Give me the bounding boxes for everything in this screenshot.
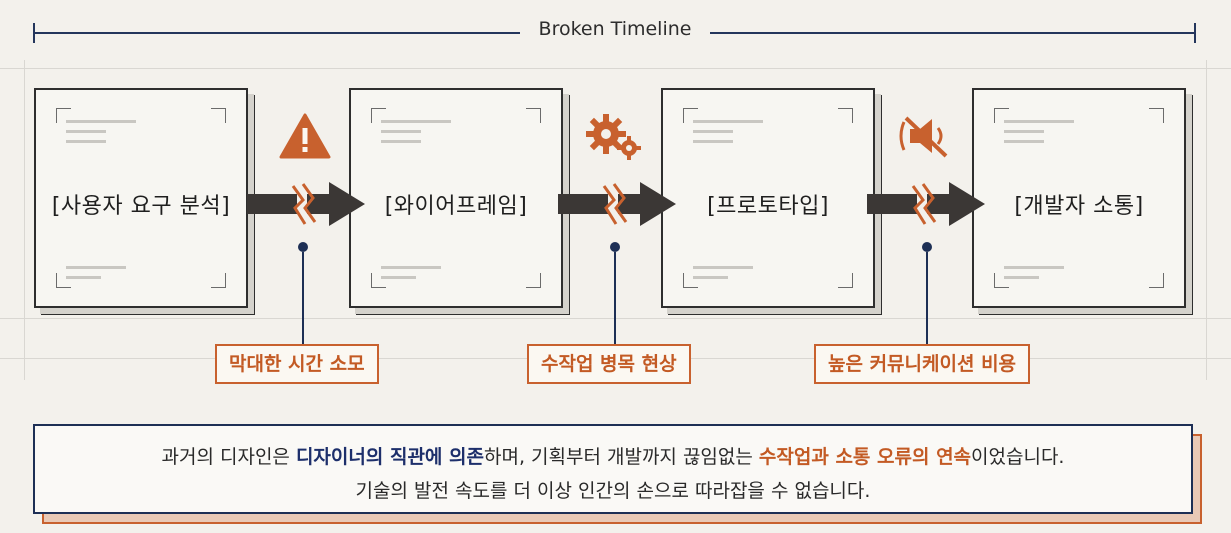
stage-box-developer-communication: [개발자 소통] [972, 88, 1186, 308]
issue-label-communication-cost: 높은 커뮤니케이션 비용 [814, 344, 1031, 384]
connector-dot-3 [922, 242, 932, 252]
muted-speaker-icon [899, 116, 948, 158]
stage-label: [개발자 소통] [1014, 194, 1144, 219]
summary-text: 하며, 기획부터 개발까지 끊임없는 [483, 446, 759, 468]
grid-line [24, 60, 25, 380]
summary-text: 과거의 디자인은 [161, 446, 296, 468]
stage-label: [사용자 요구 분석] [51, 194, 231, 219]
connector-line-1 [302, 252, 304, 344]
grid-line [1206, 60, 1207, 380]
timeline-line-left [33, 32, 523, 34]
issue-label-manual-bottleneck: 수작업 병목 현상 [527, 344, 691, 384]
connector-dot-1 [298, 242, 308, 252]
grid-line [0, 68, 1231, 69]
issue-label-time-cost: 막대한 시간 소모 [215, 344, 379, 384]
gears-icon [586, 114, 641, 160]
stage-box-requirements: [사용자 요구 분석] [34, 88, 248, 308]
summary-highlight-manual-errors: 수작업과 소통 오류의 연속 [758, 446, 972, 468]
connector-dot-2 [610, 242, 620, 252]
stage-label: [와이어프레임] [384, 194, 528, 219]
summary-line-2: 기술의 발전 속도를 더 이상 인간의 손으로 따라잡을 수 없습니다. [355, 480, 871, 502]
summary-text: 이었습니다. [971, 446, 1065, 468]
stage-box-prototype: [프로토타입] [661, 88, 875, 308]
summary-highlight-intuition: 디자이너의 직관에 의존 [295, 446, 484, 468]
connector-line-2 [614, 252, 616, 344]
summary-box: 과거의 디자인은 디자이너의 직관에 의존하며, 기획부터 개발까지 끊임없는 … [33, 424, 1193, 514]
warning-icon [279, 113, 331, 159]
timeline-title: Broken Timeline [520, 18, 710, 40]
timeline-end-tick [1194, 23, 1196, 43]
stage-box-wireframe: [와이어프레임] [349, 88, 563, 308]
connector-line-3 [926, 252, 928, 344]
stage-label: [프로토타입] [707, 194, 829, 219]
broken-arrow-3 [867, 182, 985, 226]
broken-arrow-2 [558, 182, 676, 226]
broken-arrow-1 [247, 182, 365, 226]
summary-line-1: 과거의 디자인은 디자이너의 직관에 의존하며, 기획부터 개발까지 끊임없는 … [35, 442, 1191, 469]
timeline-line-right [708, 32, 1196, 34]
